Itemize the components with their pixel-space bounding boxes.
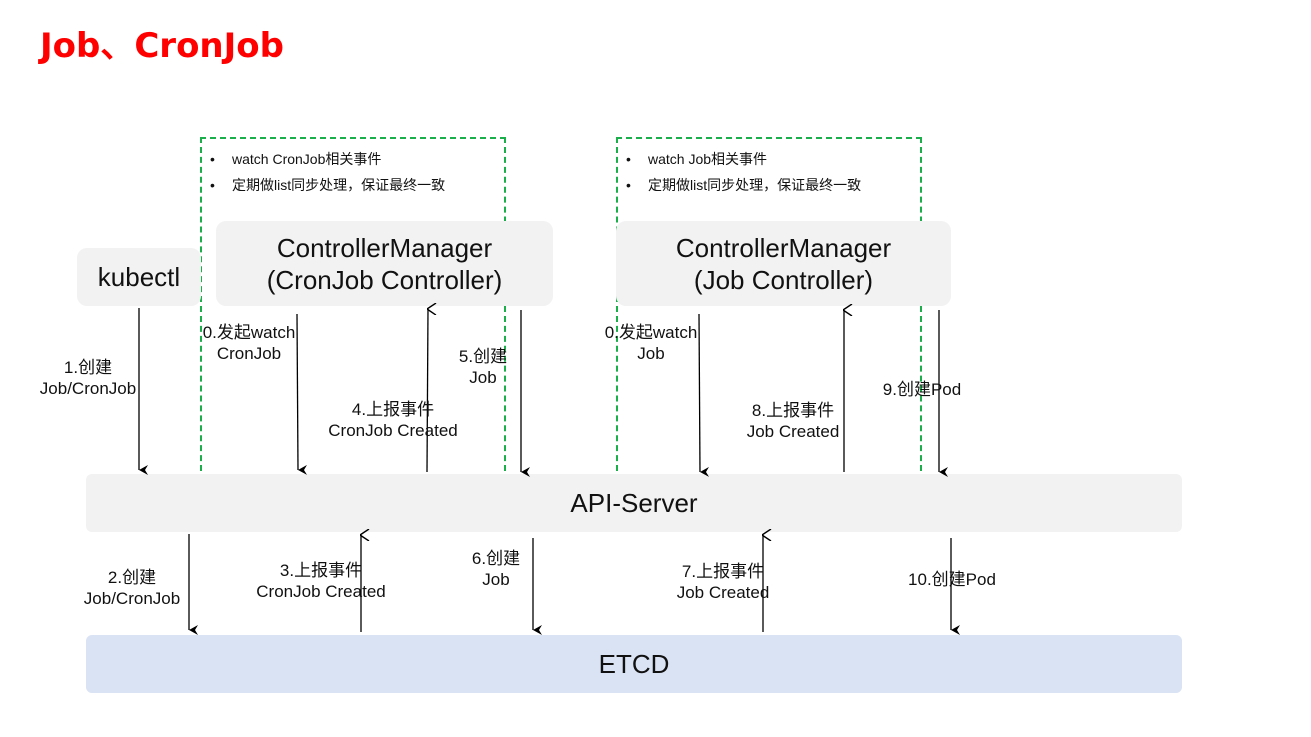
label-step-6: 6.创建 Job (471, 549, 521, 589)
cronjob-controller-node: ControllerManager (CronJob Controller) (216, 221, 553, 306)
label-step-4: 4.上报事件 CronJob Created (328, 400, 458, 440)
job-controller-notes: watch Job相关事件 定期做list同步处理，保证最终一致 (626, 146, 861, 198)
label-step-7: 7.上报事件 Job Created (676, 562, 770, 602)
etcd-node: ETCD (86, 635, 1182, 693)
label-step-0-job: 0.发起watch Job (604, 323, 698, 363)
job-controller-label: ControllerManager (Job Controller) (675, 232, 892, 295)
cronjob-controller-notes: watch CronJob相关事件 定期做list同步处理，保证最终一致 (210, 146, 445, 198)
arrow-4-up (426, 309, 428, 473)
note-item: watch Job相关事件 (626, 146, 861, 172)
cronjob-controller-label: ControllerManager (CronJob Controller) (266, 232, 503, 295)
kubectl-node: kubectl (77, 248, 201, 306)
arrow-0-job-down (698, 313, 710, 477)
label-step-1: 1.创建 Job/CronJob (39, 358, 137, 398)
kubectl-label: kubectl (97, 262, 181, 292)
arrow-0-cron-down (296, 313, 308, 475)
job-controller-node: ControllerManager (Job Controller) (616, 221, 951, 306)
note-item: 定期做list同步处理，保证最终一致 (626, 172, 861, 198)
api-server-label: API-Server (570, 488, 698, 518)
note-item: watch CronJob相关事件 (210, 146, 445, 172)
note-item: 定期做list同步处理，保证最终一致 (210, 172, 445, 198)
label-step-5: 5.创建 Job (458, 347, 508, 387)
page-title: Job、CronJob (40, 26, 284, 66)
label-step-9: 9.创建Pod (882, 380, 962, 399)
label-step-3: 3.上报事件 CronJob Created (256, 561, 386, 601)
api-server-node: API-Server (86, 474, 1182, 532)
label-step-10: 10.创建Pod (908, 570, 996, 589)
etcd-label: ETCD (598, 649, 670, 679)
label-step-0-cron: 0.发起watch CronJob (202, 323, 296, 363)
label-step-2: 2.创建 Job/CronJob (83, 568, 181, 608)
label-step-8: 8.上报事件 Job Created (746, 401, 840, 441)
